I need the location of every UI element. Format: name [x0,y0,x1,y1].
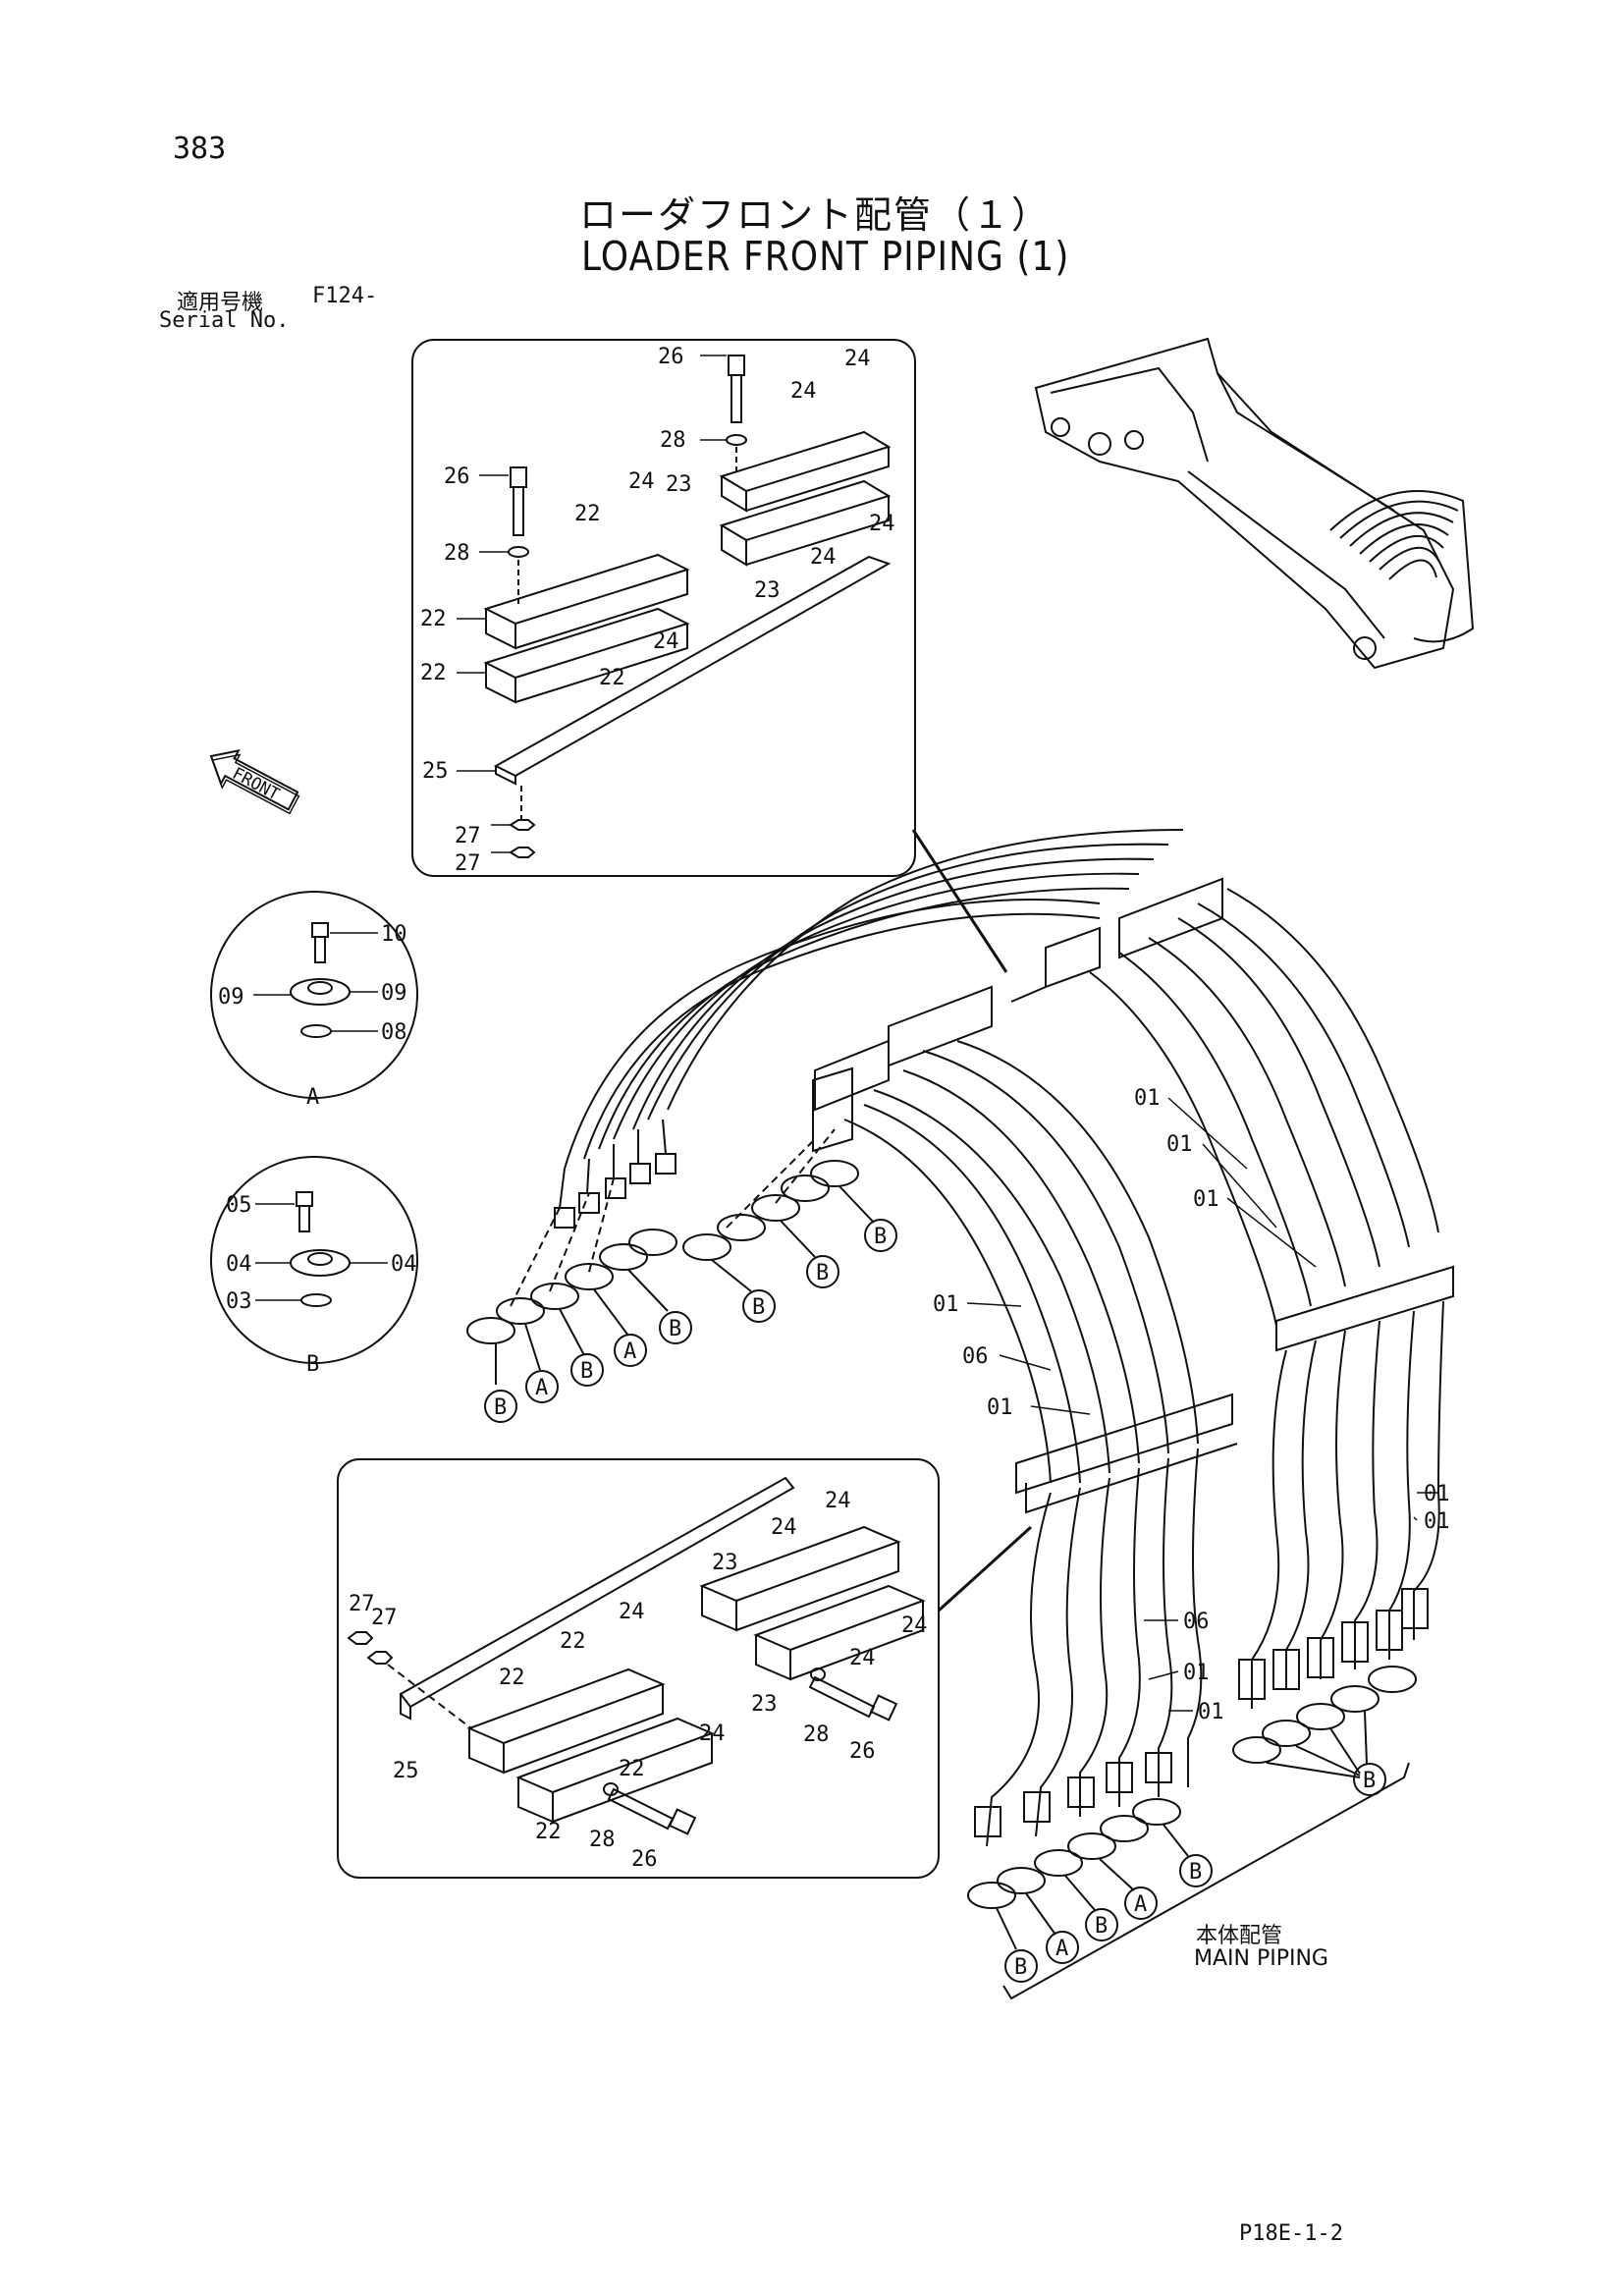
left-flange-markers: B A B A B B B B [484,1219,897,1423]
main-piping-label-ja: 本体配管 [1196,1924,1283,1948]
callout-bottom-26b: 26 [631,1847,658,1872]
callout-top-28b: 28 [444,541,470,566]
callout-bottom-22d: 22 [535,1820,562,1844]
callout-b-04-left: 04 [226,1252,252,1277]
model-value: F124- [312,284,378,308]
hose-callouts: 01 01 01 01 06 01 01 01 06 01 01 [933,1086,1450,1724]
hose-callout-01c: 01 [1193,1187,1219,1212]
marker-right-4: A [1134,1892,1147,1917]
hose-callout-01h: 01 [1183,1661,1210,1685]
hose-callout-01g: 01 [1424,1509,1450,1534]
callout-bottom-24c: 24 [619,1600,645,1624]
hose-callout-01d: 01 [933,1292,959,1317]
callout-top-24a: 24 [844,347,871,371]
title-japanese: ローダフロント配管（１） [579,193,1052,237]
marker-left-6: B [752,1295,765,1320]
title-english: LOADER FRONT PIPING (1) [581,234,1070,281]
callout-top-24c: 24 [628,469,655,494]
callout-bottom-22a: 22 [560,1629,586,1654]
hose-assembly [554,829,1454,1847]
hose-callout-01f: 01 [1424,1482,1450,1506]
callout-bottom-27b: 27 [371,1606,398,1630]
detail-b-circle: 05 04 04 03 B [210,1156,418,1377]
marker-right-1: B [1014,1955,1027,1980]
hose-callout-01a: 01 [1134,1086,1161,1111]
marker-right-2: A [1055,1937,1068,1961]
callout-bottom-24b: 24 [771,1515,797,1540]
callout-top-25: 25 [422,759,449,784]
callout-bottom-24d: 24 [849,1646,876,1670]
callout-top-22b: 22 [420,607,447,631]
callout-b-03: 03 [226,1289,252,1314]
callout-a-09-left: 09 [218,985,244,1010]
callout-top-24e: 24 [810,545,837,570]
marker-left-1: B [494,1395,507,1420]
callout-bottom-24a: 24 [825,1489,851,1513]
callout-bottom-22c: 22 [619,1757,645,1781]
marker-left-5: B [669,1317,681,1341]
marker-left-7: B [816,1261,829,1285]
main-piping-label-en: MAIN PIPING [1194,1946,1328,1971]
model-label: 適用号機 [177,291,264,315]
front-direction-arrow: FRONT [209,749,300,815]
callout-a-09-right: 09 [381,981,407,1006]
hose-callout-01b: 01 [1166,1132,1193,1157]
left-flange-group [466,1128,875,1385]
detail-b-caption: B [306,1352,319,1377]
right-fittings [967,1588,1429,2000]
bottom-detail-inset: 24 24 23 27 27 24 22 24 22 24 23 28 26 2… [337,1458,1033,1879]
callout-top-23b: 23 [754,578,781,603]
page-number: 383 [173,132,227,166]
callout-bottom-28a: 28 [803,1722,830,1747]
hose-callout-01i: 01 [1198,1700,1224,1724]
callout-bottom-23b: 23 [751,1692,778,1717]
callout-bottom-24e: 24 [901,1613,928,1638]
callout-top-27b: 27 [455,851,481,876]
callout-top-23a: 23 [666,472,692,497]
right-flange-markers: B A B A B B [1004,1763,1386,1983]
marker-left-8: B [874,1225,887,1249]
callout-bottom-22b: 22 [499,1666,525,1690]
callout-top-24b: 24 [790,379,817,404]
callout-top-28a: 28 [660,428,686,453]
callout-top-22c: 22 [420,661,447,685]
callout-bottom-28b: 28 [589,1828,616,1852]
marker-right-3: B [1095,1914,1108,1939]
callout-bottom-27a: 27 [349,1592,375,1616]
callout-a-10: 10 [381,922,407,947]
marker-right-5: B [1189,1860,1202,1885]
callout-top-26b: 26 [444,465,470,489]
hose-callout-06a: 06 [962,1344,989,1369]
top-detail-inset: 26 24 24 28 26 24 23 22 24 28 24 22 23 2… [411,339,1008,973]
callout-b-05: 05 [226,1193,252,1218]
callout-b-04-right: 04 [391,1252,417,1277]
callout-top-24f: 24 [653,629,679,654]
callout-bottom-23a: 23 [712,1551,738,1575]
figure-code: P18E-1-2 [1239,2221,1343,2246]
callout-top-26a: 26 [658,345,684,369]
serial-label: Serial No. [159,308,290,333]
callout-a-08: 08 [381,1020,407,1045]
marker-left-3: B [580,1359,593,1384]
callout-top-22d: 22 [599,666,625,690]
callout-bottom-26a: 26 [849,1739,876,1764]
detail-a-circle: 10 09 09 08 A [210,891,418,1110]
hose-callout-01e: 01 [987,1395,1013,1420]
marker-left-2: A [535,1376,548,1400]
marker-left-4: A [623,1339,636,1364]
callout-top-24d: 24 [869,512,895,536]
detail-a-caption: A [306,1085,319,1110]
callout-top-27a: 27 [455,824,481,848]
callout-top-22a: 22 [574,502,601,526]
loader-arm-illustration [1034,337,1475,670]
hose-callout-06b: 06 [1183,1610,1210,1634]
marker-right-6: B [1363,1769,1376,1793]
callout-bottom-24f: 24 [699,1722,726,1746]
callout-bottom-25: 25 [393,1759,419,1783]
